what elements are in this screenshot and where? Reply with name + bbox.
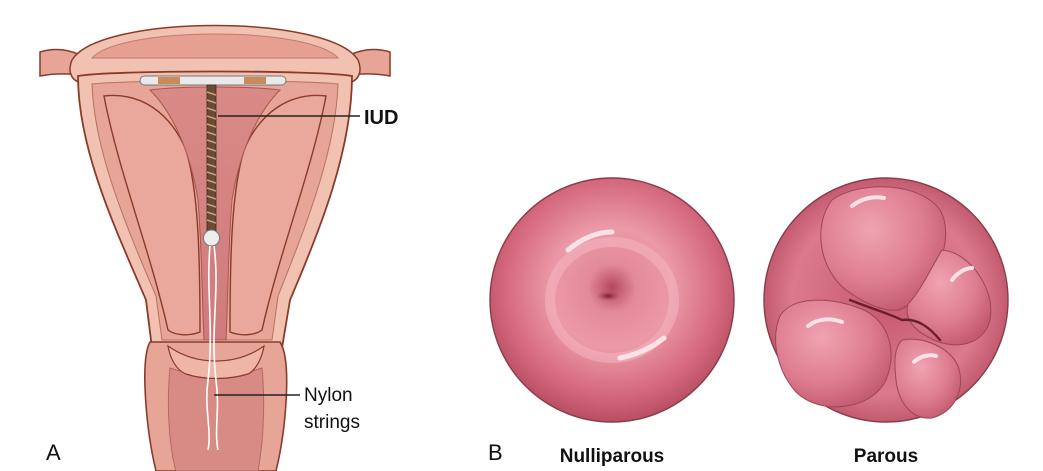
iud-copper-coil xyxy=(206,91,217,224)
parous-lobe-left xyxy=(775,299,892,408)
iud-copper-sleeve-left xyxy=(158,77,180,84)
nulliparous-shine-top xyxy=(565,229,615,253)
left-endometrium-fold xyxy=(103,94,201,336)
parous-shine-4 xyxy=(912,353,938,364)
nulliparous-caption: Nulliparous xyxy=(560,446,665,467)
parous-shine-3 xyxy=(806,317,844,328)
parous-shine-1 xyxy=(850,195,886,208)
external-os-slit xyxy=(848,298,942,342)
external-os-round xyxy=(596,291,620,301)
iud-device xyxy=(139,75,287,451)
iud-tip-bulb xyxy=(203,229,220,247)
nulliparous-cervix xyxy=(489,177,735,423)
cervical-lip xyxy=(167,344,265,380)
parous-lobe-right xyxy=(906,249,992,346)
parous-cervix xyxy=(763,177,1009,423)
nulliparous-highlight-ring xyxy=(545,237,679,363)
nylon-strings xyxy=(206,245,212,451)
fundus-inner xyxy=(90,33,340,59)
strings-label-line1: Nylon xyxy=(304,385,353,406)
nulliparous-shine-bottom xyxy=(617,335,667,361)
parous-lobe-bottom xyxy=(894,338,961,419)
iud-copper-sleeve-right xyxy=(244,77,266,84)
nylon-strings-2 xyxy=(213,245,219,451)
strings-label-line2: strings xyxy=(304,412,360,433)
iud-label: IUD xyxy=(364,107,398,129)
right-endometrium-fold xyxy=(229,94,327,336)
panel-b-letter: B xyxy=(488,440,503,465)
panel-a-letter: A xyxy=(46,440,61,465)
parous-caption: Parous xyxy=(854,446,918,467)
parous-shine-2 xyxy=(950,266,974,282)
